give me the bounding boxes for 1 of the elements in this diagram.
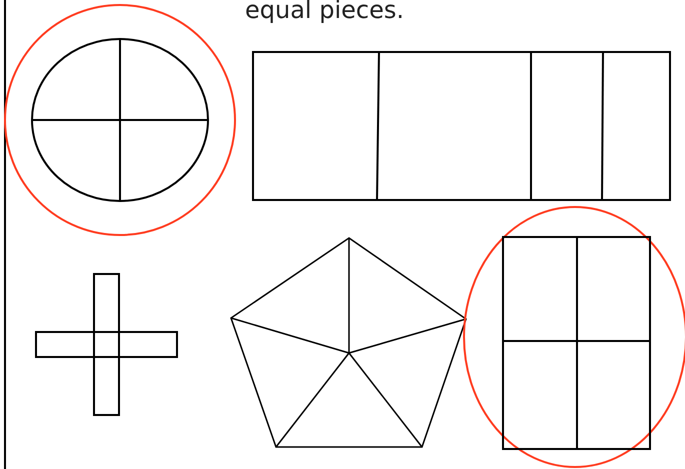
instruction-text: equal pieces. [245,0,404,24]
